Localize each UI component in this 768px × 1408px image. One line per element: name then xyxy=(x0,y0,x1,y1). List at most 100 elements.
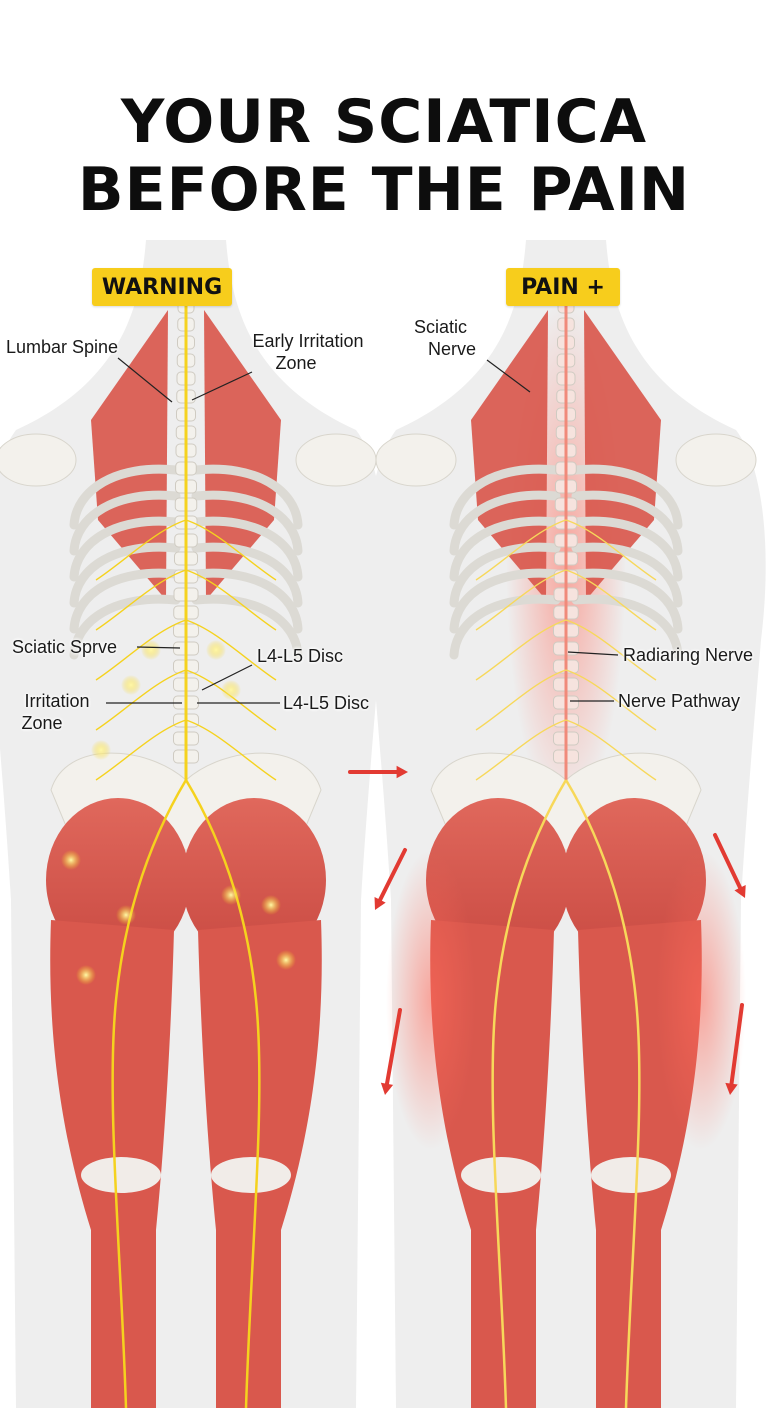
irritation-glow-spot xyxy=(61,850,81,870)
rib-left xyxy=(449,594,561,660)
rib-left xyxy=(449,568,561,634)
label-irritation-line2: Zone xyxy=(21,713,63,733)
rib-right xyxy=(191,542,303,608)
nerve-branch-left xyxy=(95,719,187,781)
red-arrow-head xyxy=(725,1082,738,1095)
nerve-branch-right xyxy=(185,619,277,681)
nerve-branch-right xyxy=(185,569,277,631)
rib-right xyxy=(191,490,303,556)
leg-pain-glow-right xyxy=(656,850,746,1150)
nerve-branch-left xyxy=(95,569,187,631)
leader-line xyxy=(567,651,619,656)
label-early-irritation-line1: Early Irritation xyxy=(252,331,364,351)
label-disc-lower: L4-L5 Disc xyxy=(283,693,370,713)
nerve-branch-right xyxy=(565,519,657,581)
nerve-branch-left xyxy=(95,619,187,681)
red-arrow-shaft xyxy=(377,848,407,904)
nerve-branch-right xyxy=(565,569,657,631)
nerve-branch-right xyxy=(565,669,657,731)
pain-badge: PAIN + xyxy=(506,268,620,306)
title-line-2: BEFORE THE PAIN xyxy=(77,155,691,225)
leader-line xyxy=(486,359,531,393)
irritation-glow-spot xyxy=(116,905,136,925)
label-radiaring-nerve: Radiaring Nerve xyxy=(623,645,754,665)
rib-left xyxy=(69,542,181,608)
label-sciatic-nerve: Sciatic Nerve xyxy=(414,316,476,360)
irritation-glow-spot xyxy=(276,950,296,970)
rib-right xyxy=(571,490,683,556)
glute-muscle-left xyxy=(46,798,190,962)
red-arrow-head xyxy=(734,885,746,898)
rib-left xyxy=(69,594,181,660)
shoulder-bone-right xyxy=(295,433,377,487)
rib-right xyxy=(191,594,303,660)
nerve-branch-left xyxy=(475,719,567,781)
irritation-glow-spot xyxy=(221,885,241,905)
label-sciatic-line2: Nerve xyxy=(428,339,477,359)
nerve-branch-left xyxy=(475,569,567,631)
glute-muscle-right xyxy=(182,798,326,962)
leader-line xyxy=(117,357,173,403)
warning-badge: WARNING xyxy=(92,268,232,306)
knee-left xyxy=(461,1157,541,1193)
rib-left xyxy=(449,490,561,556)
irritation-glow-spot xyxy=(91,740,111,760)
label-nerve-pathway: Nerve Pathway xyxy=(618,691,741,711)
red-arrow-shaft xyxy=(713,833,743,891)
label-early-irritation: Early Irritation Zone xyxy=(238,330,378,374)
label-lumbar-spine: Lumbar Spine xyxy=(6,337,119,357)
nerve-branch-left xyxy=(475,519,567,581)
nerve-branch-left xyxy=(475,619,567,681)
rib-right xyxy=(571,464,683,530)
rib-right xyxy=(571,594,683,660)
sciatic-nerve-right xyxy=(564,779,641,1408)
label-sciatic-line1: Sciatic xyxy=(414,317,468,337)
sciatic-nerve-right xyxy=(184,779,261,1408)
knee-left xyxy=(81,1157,161,1193)
nerve-branch-right xyxy=(185,519,277,581)
nerve-branch-left xyxy=(95,519,187,581)
rib-left xyxy=(69,516,181,582)
nerve-branch-right xyxy=(565,619,657,681)
shoulder-bone-right xyxy=(675,433,757,487)
red-arrow-head xyxy=(380,1082,394,1095)
sciatic-nerve-left xyxy=(491,779,568,1408)
right-figure-pain xyxy=(366,240,766,1408)
nerve-branch-right xyxy=(565,719,657,781)
red-arrow-shaft xyxy=(384,1008,402,1088)
red-arrow-shaft xyxy=(729,1003,744,1088)
leader-line xyxy=(136,646,181,649)
rib-right xyxy=(571,542,683,608)
nerve-branch-left xyxy=(95,669,187,731)
irritation-glow-spot xyxy=(221,680,241,700)
nerve-branch-right xyxy=(185,719,277,781)
shoulder-bone-left xyxy=(375,433,457,487)
leader-line xyxy=(191,371,253,401)
knee-right xyxy=(211,1157,291,1193)
nerve-branch-left xyxy=(475,669,567,731)
shoulder-bone-left xyxy=(0,433,77,487)
title-line-1: YOUR SCIATICA xyxy=(120,87,648,157)
label-disc-upper: L4-L5 Disc xyxy=(257,646,344,666)
label-sciatic-sprve: Sciatic Sprve xyxy=(12,637,118,657)
leader-line xyxy=(201,664,253,691)
red-arrow-head xyxy=(396,765,408,779)
left-figure-warning xyxy=(0,240,386,1408)
label-irritation-line1: Irritation xyxy=(24,691,90,711)
label-irritation-zone: Irritation Zone xyxy=(14,690,100,734)
irritation-glow-spot xyxy=(141,640,161,660)
knee-right xyxy=(591,1157,671,1193)
rib-left xyxy=(69,490,181,556)
rib-left xyxy=(449,464,561,530)
rib-right xyxy=(571,516,683,582)
rib-left xyxy=(449,542,561,608)
rib-right xyxy=(191,516,303,582)
rib-left xyxy=(449,516,561,582)
rib-right xyxy=(191,464,303,530)
irritation-glow-spot xyxy=(261,895,281,915)
label-leader-lines xyxy=(106,357,619,704)
label-early-irritation-line2: Zone xyxy=(275,353,317,373)
rib-right xyxy=(571,568,683,634)
